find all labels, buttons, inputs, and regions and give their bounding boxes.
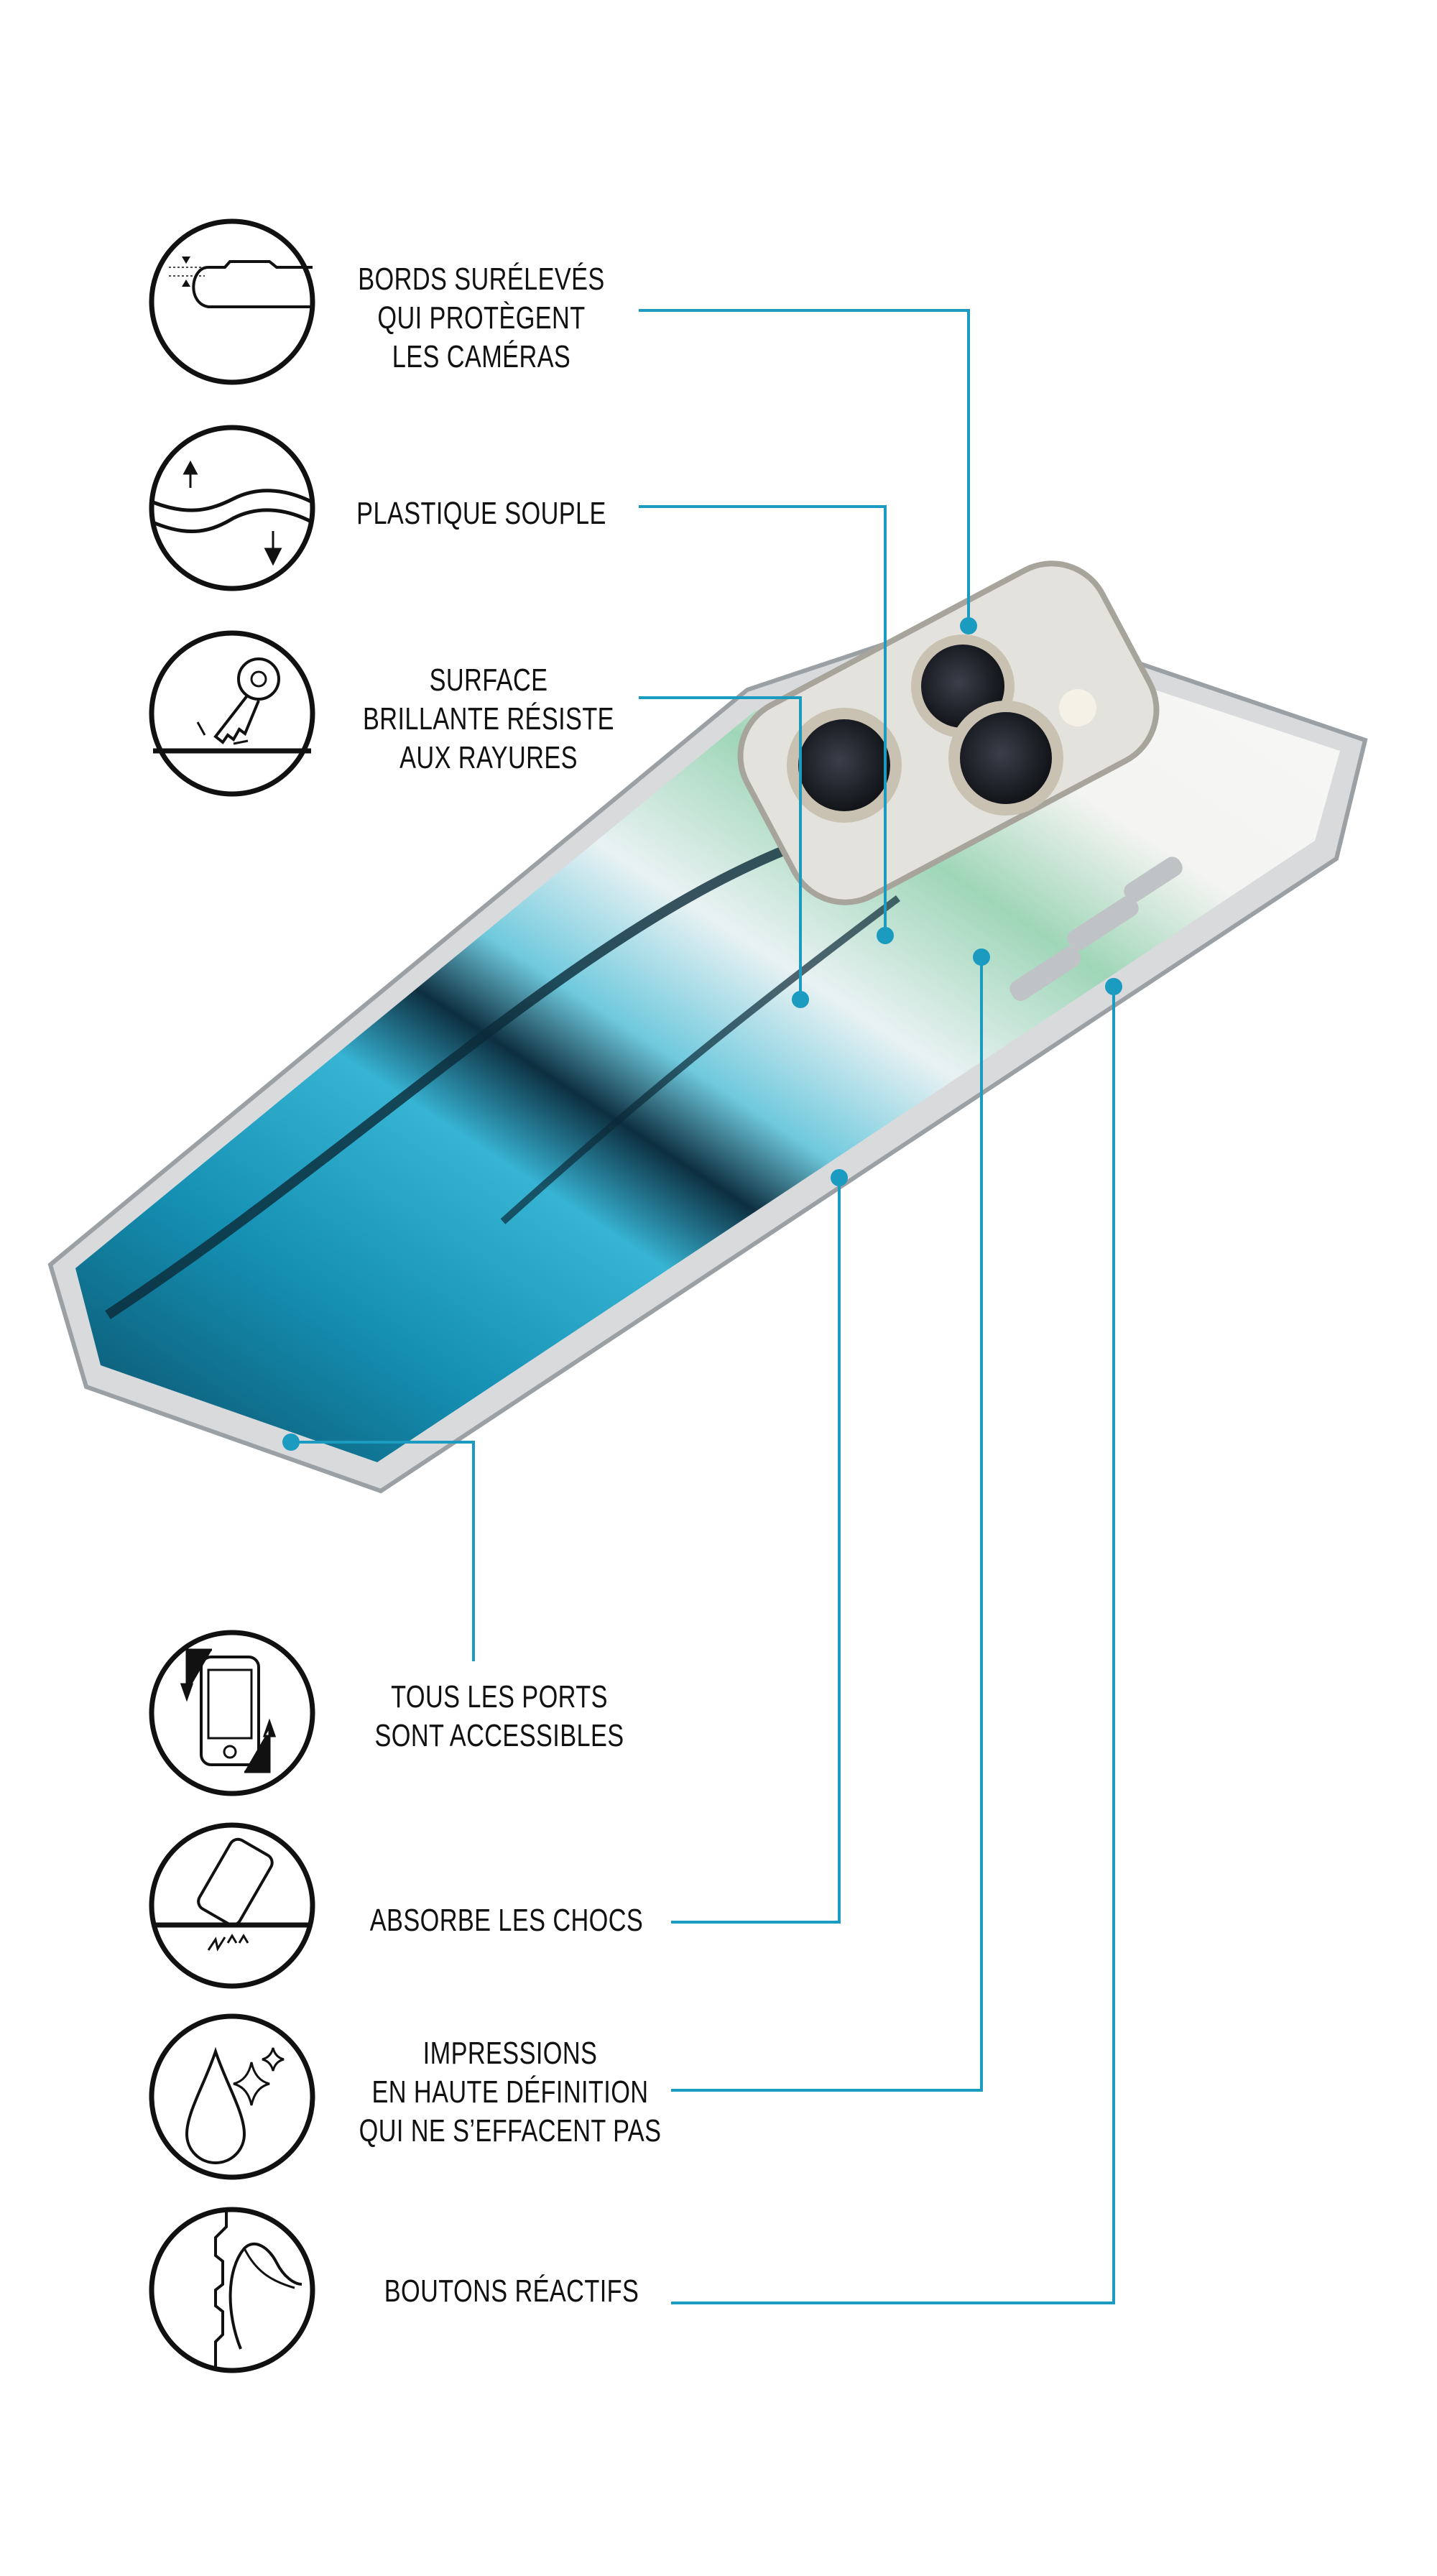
callout-line-hd-print [671, 957, 983, 2092]
label-line: BOUTONS RÉACTIFS [384, 2273, 639, 2309]
hd-print-drop-icon [149, 2013, 315, 2180]
shock-absorb-phone-icon [149, 1822, 315, 1989]
label-line: EN HAUTE DÉFINITION [371, 2074, 649, 2110]
flexible-plastic-icon [149, 425, 315, 591]
label-line: SONT ACCESSIBLES [374, 1718, 624, 1753]
callout-line-buttons [671, 987, 1115, 2304]
label-line: IMPRESSIONS [422, 2036, 598, 2071]
label-line: PLASTIQUE SOUPLE [356, 496, 606, 531]
callout-line-ports [291, 1441, 475, 1661]
feature-label-hd-print: IMPRESSIONS EN HAUTE DÉFINITION QUI NE S… [342, 2034, 678, 2151]
callout-line-shock [671, 1178, 841, 1924]
label-line: AUX RAYURES [399, 740, 578, 775]
feature-label-shock: ABSORBE LES CHOCS [338, 1901, 675, 1940]
raised-edges-icon [149, 218, 315, 385]
callout-line-raised-edges [639, 309, 970, 626]
feature-label-ports: TOUS LES PORTS SONT ACCESSIBLES [331, 1678, 667, 1755]
label-line: BRILLANTE RÉSISTE [363, 701, 614, 737]
callout-dot [877, 927, 894, 944]
callout-line-flexible-plastic [639, 505, 887, 936]
responsive-buttons-icon [149, 2207, 315, 2373]
label-line: QUI PROTÈGENT [377, 300, 586, 336]
label-line: SURFACE [429, 663, 548, 698]
label-line: BORDS SURÉLEVÉS [358, 262, 605, 297]
scratch-resistant-key-icon [149, 630, 315, 797]
callout-dot [831, 1169, 848, 1186]
label-line: TOUS LES PORTS [391, 1679, 608, 1714]
feature-label-flexible-plastic: PLASTIQUE SOUPLE [313, 494, 650, 533]
ports-accessible-phone-icon [149, 1630, 315, 1796]
camera-module [737, 560, 1160, 905]
label-line: QUI NE S’EFFACENT PAS [359, 2113, 662, 2148]
callout-line-glossy-surface [639, 696, 802, 1000]
label-line: LES CAMÉRAS [392, 339, 571, 374]
callout-dot [282, 1434, 300, 1451]
callout-dot [960, 617, 977, 634]
callout-dot [1105, 978, 1122, 995]
feature-label-raised-edges: BORDS SURÉLEVÉS QUI PROTÈGENT LES CAMÉRA… [313, 260, 650, 377]
callout-dot [973, 948, 990, 966]
callout-dot [792, 991, 809, 1008]
label-line: ABSORBE LES CHOCS [369, 1903, 644, 1938]
feature-label-glossy-surface: SURFACE BRILLANTE RÉSISTE AUX RAYURES [320, 661, 657, 777]
feature-label-buttons: BOUTONS RÉACTIFS [343, 2272, 680, 2311]
